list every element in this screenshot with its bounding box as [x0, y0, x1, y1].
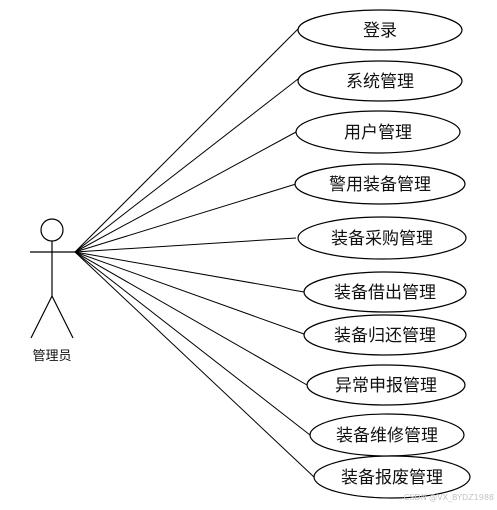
use-case-police-equipment-management[interactable]: 警用装备管理 [294, 163, 466, 205]
use-case-equipment-procurement[interactable]: 装备采购管理 [297, 216, 467, 260]
use-case-label: 登录 [363, 21, 397, 41]
association-line-return [74, 251, 305, 335]
use-case-ellipse [297, 9, 463, 51]
actor-left-leg [30, 295, 53, 339]
use-case-ellipse [294, 163, 466, 205]
use-case-label: 装备维修管理 [336, 426, 438, 446]
actor-label: 管理员 [32, 349, 71, 364]
association-line-scrap [74, 251, 315, 478]
use-case-system-management[interactable]: 系统管理 [297, 60, 463, 102]
use-case-label: 警用装备管理 [329, 175, 431, 195]
association-line-exception [74, 251, 308, 386]
association-lines [74, 28, 315, 478]
use-case-equipment-lending[interactable]: 装备借出管理 [303, 271, 467, 313]
use-case-equipment-repair[interactable]: 装备维修管理 [309, 413, 465, 457]
association-line-login [74, 28, 299, 253]
use-case-ellipse [297, 216, 467, 260]
use-case-equipment-scrap[interactable]: 装备报废管理 [313, 455, 471, 499]
use-case-ellipse [303, 271, 467, 313]
actor-right-leg [51, 295, 74, 339]
association-line-procurement [74, 237, 297, 253]
use-case-label: 装备借出管理 [334, 283, 436, 303]
watermark-text: CSDN @VX_BYDZ1988 [404, 493, 494, 502]
use-case-ellipse [306, 364, 466, 406]
use-case-login[interactable]: 登录 [297, 9, 463, 51]
association-line-police-equipment [74, 183, 297, 253]
use-case-ellipse [295, 110, 461, 154]
use-case-label: 装备报废管理 [341, 468, 443, 488]
use-case-user-management[interactable]: 用户管理 [295, 110, 461, 154]
association-line-system [74, 78, 299, 253]
use-case-ellipse [303, 314, 467, 356]
association-line-user [74, 131, 297, 253]
use-case-label: 装备归还管理 [334, 326, 436, 346]
use-case-exception-report[interactable]: 异常申报管理 [306, 364, 466, 406]
association-line-lending [74, 251, 305, 293]
use-case-equipment-return[interactable]: 装备归还管理 [303, 314, 467, 356]
use-case-ellipse [297, 60, 463, 102]
use-case-label: 装备采购管理 [331, 229, 433, 249]
use-case-label: 用户管理 [344, 123, 412, 143]
use-case-label: 系统管理 [346, 72, 414, 92]
association-line-repair [74, 251, 311, 436]
actor-head [40, 218, 64, 242]
use-case-label: 异常申报管理 [335, 376, 437, 396]
use-case-ellipse [313, 455, 471, 499]
actor-figure [30, 218, 75, 339]
